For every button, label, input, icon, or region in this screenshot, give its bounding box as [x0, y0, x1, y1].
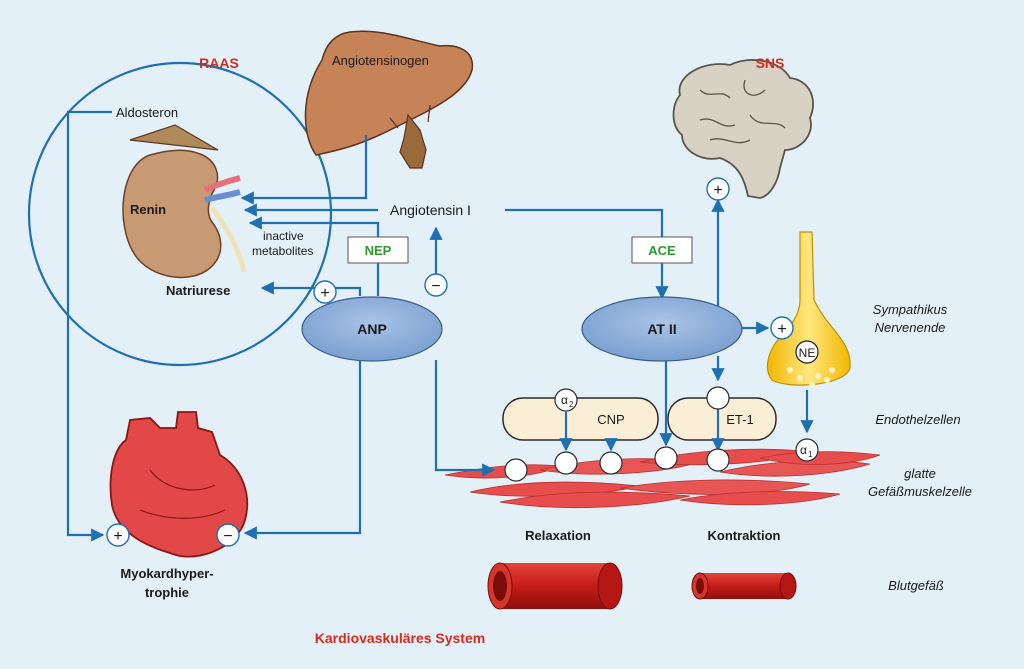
nep-to-metabolites-arrow	[248, 216, 380, 296]
myokard-label-1: Myokardhyper-	[120, 566, 213, 581]
raas-circle	[27, 61, 333, 367]
inactive-label-2: metabolites	[252, 244, 313, 258]
sympathikus-label-2: Nervenende	[875, 320, 946, 335]
inactive-label-1: inactive	[263, 229, 304, 243]
anp-to-muscle-arrow	[434, 360, 496, 477]
receptor-circles: α 2 α 1	[504, 386, 819, 482]
anp-ellipse	[301, 296, 443, 362]
angiotensin-minus: −	[431, 278, 440, 295]
aldosteron-label: Aldosteron	[116, 105, 178, 120]
nerve-ending-icon	[767, 231, 851, 388]
heart-plus: +	[113, 528, 122, 545]
anp-to-heart-arrow	[243, 360, 362, 540]
myokard-label-2: trophie	[145, 585, 189, 600]
glatte-label-2: Gefäßmuskelzelle	[868, 484, 972, 499]
brain-icon	[672, 59, 814, 199]
system-title: Kardiovaskuläres System	[315, 630, 485, 646]
nep-box	[347, 236, 409, 264]
ne-circle	[795, 340, 819, 364]
alpha2-label: α	[561, 393, 568, 407]
ne-label: NE	[799, 346, 816, 360]
brain-plus: +	[713, 182, 722, 199]
raas-title: RAAS	[199, 55, 239, 71]
natriurese-label: Natriurese	[166, 283, 230, 298]
ace-label: ACE	[648, 243, 676, 258]
alpha1-label: α	[800, 443, 807, 457]
anp-to-natriurese-arrow	[260, 281, 362, 296]
sns-title: SNS	[756, 55, 785, 71]
glatte-label-1: glatte	[904, 466, 936, 481]
endothelial-cell-left	[502, 397, 659, 441]
relaxation-label: Relaxation	[525, 528, 591, 543]
cnp-label: CNP	[597, 412, 624, 427]
angiotensinogen-label: Angiotensinogen	[332, 53, 429, 68]
ace-box	[631, 236, 693, 264]
heart-minus: −	[223, 528, 232, 545]
sign-circles: + − + + + −	[106, 177, 794, 547]
et1-label: ET-1	[726, 412, 753, 427]
vessel-relaxed-icon	[487, 562, 623, 610]
arrows	[66, 110, 814, 542]
at2-label: AT II	[647, 321, 676, 337]
kidney-icon	[122, 124, 247, 279]
liver-icon	[304, 30, 474, 169]
angiotensin-to-at2-arrow	[505, 208, 669, 300]
vessel-contracted-icon	[691, 572, 797, 600]
aldosteron-to-heart-arrow	[66, 110, 112, 542]
anp-label: ANP	[357, 321, 387, 337]
kontraktion-label: Kontraktion	[708, 528, 781, 543]
nep-label: NEP	[365, 243, 392, 258]
sympathikus-label-1: Sympathikus	[873, 302, 948, 317]
renin-label: Renin	[130, 202, 166, 217]
angiotensinogen-to-renin-arrow	[240, 135, 368, 205]
natriurese-plus: +	[320, 285, 329, 302]
alpha1-sub: 1	[808, 450, 813, 459]
nerve-plus: +	[777, 321, 786, 338]
at2-ellipse	[581, 296, 743, 362]
endothel-label: Endothelzellen	[875, 412, 960, 427]
blutgefaess-label: Blutgefäß	[888, 578, 944, 593]
heart-icon	[109, 411, 249, 558]
alpha2-sub: 2	[569, 400, 574, 409]
angiotensin-label: Angiotensin I	[390, 202, 471, 218]
